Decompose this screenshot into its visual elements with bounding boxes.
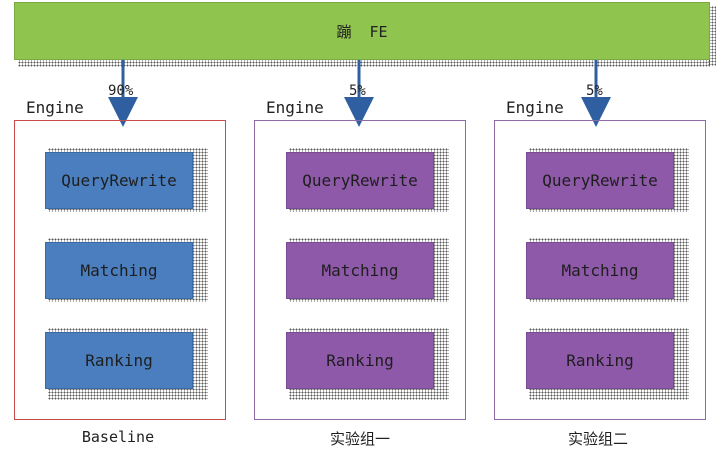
fe-bar-label: 蹦 FE	[336, 22, 388, 41]
engine-frame-experiment-1	[254, 120, 466, 420]
caption-experiment-2: 实验组二	[567, 430, 628, 448]
module-ranking-baseline: Ranking	[45, 332, 193, 389]
fe-bar-shadow	[18, 58, 710, 67]
engine-frame-experiment-2	[494, 120, 706, 420]
module-matching-experiment-2: Matching	[526, 242, 674, 299]
module-queryrewrite-experiment-1: QueryRewrite	[286, 152, 434, 209]
module-queryrewrite-experiment-2: QueryRewrite	[526, 152, 674, 209]
fe-bar: 蹦 FE	[14, 2, 710, 60]
traffic-label-experiment-1: 5%	[349, 83, 366, 99]
fe-bar-shadow-right	[708, 6, 716, 66]
module-matching-experiment-1: Matching	[286, 242, 434, 299]
engine-label-baseline: Engine	[26, 98, 84, 117]
caption-baseline: Baseline	[81, 428, 155, 446]
traffic-label-experiment-2: 5%	[586, 83, 603, 99]
engine-label-experiment-2: Engine	[506, 98, 564, 117]
module-ranking-experiment-2: Ranking	[526, 332, 674, 389]
module-matching-baseline: Matching	[45, 242, 193, 299]
module-ranking-experiment-1: Ranking	[286, 332, 434, 389]
caption-experiment-1: 实验组一	[329, 430, 390, 448]
module-queryrewrite-baseline: QueryRewrite	[45, 152, 193, 209]
engine-frame-baseline	[14, 120, 226, 420]
traffic-label-baseline: 90%	[108, 83, 134, 99]
engine-label-experiment-1: Engine	[266, 98, 324, 117]
